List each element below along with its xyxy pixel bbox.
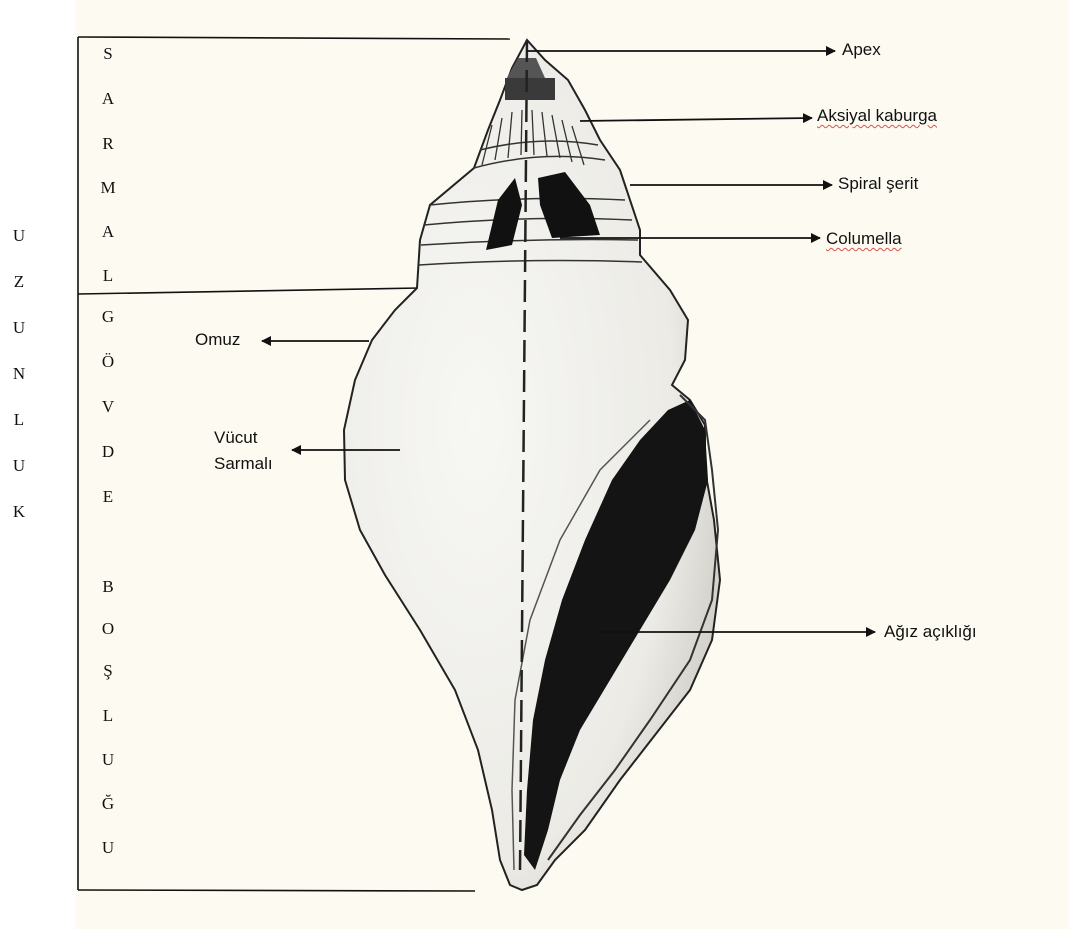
body-whorl-label-line1: Vücut	[214, 428, 257, 448]
body-letter: Ş	[93, 661, 123, 681]
body-whorl-label-line2: Sarmalı	[214, 454, 273, 474]
columella-label-text: Columella	[826, 229, 902, 248]
outer-letter: U	[4, 226, 34, 246]
body-letter: Ğ	[93, 794, 123, 814]
body-letter: U	[93, 750, 123, 770]
apex-label: Apex	[842, 40, 881, 60]
body-letter: D	[93, 442, 123, 462]
outer-letter: U	[4, 456, 34, 476]
body-letter: L	[93, 706, 123, 726]
spire-letter: R	[93, 134, 123, 154]
axial-rib-label-text: Aksiyal kaburga	[817, 106, 937, 125]
spire-letter: L	[93, 266, 123, 286]
outer-letter: L	[4, 410, 34, 430]
spire-letter: S	[93, 44, 123, 64]
shoulder-label: Omuz	[195, 330, 240, 350]
outer-letter: N	[4, 364, 34, 384]
body-letter: Ö	[93, 352, 123, 372]
outer-letter: K	[4, 502, 34, 522]
body-letter: E	[93, 487, 123, 507]
spire-letter: A	[93, 222, 123, 242]
body-letter: V	[93, 397, 123, 417]
apex-dark-band	[505, 78, 555, 100]
columella-label: Columella	[826, 229, 902, 249]
axial-rib-label: Aksiyal kaburga	[817, 106, 937, 126]
spiral-band-label: Spiral şerit	[838, 174, 918, 194]
spire-letter: M	[93, 178, 123, 198]
body-letter: U	[93, 838, 123, 858]
body-letter: G	[93, 307, 123, 327]
outer-letter: Z	[4, 272, 34, 292]
spire-letter: A	[93, 89, 123, 109]
outer-letter: U	[4, 318, 34, 338]
body-letter: O	[93, 619, 123, 639]
body-letter: B	[93, 577, 123, 597]
aperture-label: Ağız açıklığı	[884, 622, 977, 642]
